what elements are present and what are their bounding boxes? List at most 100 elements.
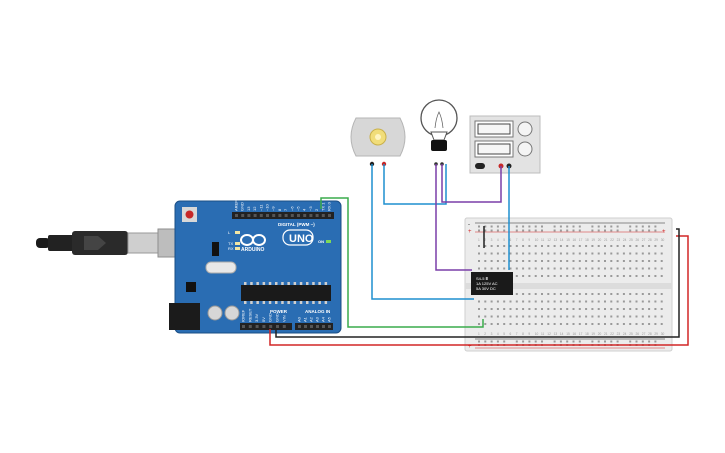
breadboard-hole[interactable] [578,315,581,318]
breadboard-hole[interactable] [654,252,657,255]
breadboard-hole[interactable] [597,300,600,303]
breadboard-hole[interactable] [496,308,499,310]
breadboard-hole[interactable] [591,308,594,310]
breadboard-hole[interactable] [515,323,518,325]
breadboard-hole[interactable] [578,293,581,295]
breadboard-hole[interactable] [629,245,632,247]
breadboard-hole[interactable] [578,308,581,310]
breadboard-hole[interactable] [641,260,644,262]
breadboard-hole[interactable] [528,300,531,303]
breadboard-hole[interactable] [484,245,487,247]
breadboard-hole[interactable] [591,245,594,247]
breadboard-hole[interactable] [616,340,619,343]
breadboard-hole[interactable] [559,323,562,325]
breadboard-hole[interactable] [572,275,575,277]
breadboard-hole[interactable] [572,267,575,270]
wire-motor-to-bulb[interactable] [383,164,447,205]
breadboard-hole[interactable] [503,229,506,232]
breadboard-hole[interactable] [616,323,619,325]
breadboard-hole[interactable] [559,225,562,228]
breadboard-hole[interactable] [572,340,575,343]
breadboard-hole[interactable] [585,308,588,310]
breadboard-hole[interactable] [660,308,663,310]
breadboard-hole[interactable] [604,323,606,325]
breadboard-hole[interactable] [509,245,512,247]
breadboard-hole[interactable] [629,225,632,228]
breadboard-hole[interactable] [509,323,512,325]
breadboard-hole[interactable] [610,252,613,255]
breadboard-hole[interactable] [660,245,663,247]
breadboard-hole[interactable] [591,275,594,277]
breadboard-hole[interactable] [509,300,512,303]
usb-cable[interactable] [36,228,197,258]
voltage-knob[interactable] [517,121,533,137]
breadboard-hole[interactable] [484,300,487,303]
breadboard-hole[interactable] [496,252,499,255]
breadboard-hole[interactable] [541,300,543,303]
digital-pin[interactable] [315,214,319,217]
breadboard-hole[interactable] [490,340,493,343]
breadboard-hole[interactable] [572,225,575,228]
header-pin[interactable] [242,325,245,328]
breadboard-hole[interactable] [541,308,543,310]
power-switch[interactable] [475,163,485,169]
breadboard-hole[interactable] [616,267,619,270]
digital-pin[interactable] [259,214,263,217]
breadboard-hole[interactable] [522,340,525,343]
breadboard-hole[interactable] [629,293,632,295]
breadboard-hole[interactable] [515,340,518,343]
breadboard[interactable]: 1122334455667788991010111112121313141415… [464,217,673,352]
breadboard-hole[interactable] [610,323,613,325]
breadboard-hole[interactable] [622,260,625,262]
breadboard-hole[interactable] [515,260,518,262]
breadboard-hole[interactable] [610,340,613,343]
breadboard-hole[interactable] [515,267,518,270]
breadboard-hole[interactable] [585,300,588,303]
breadboard-hole[interactable] [616,245,619,247]
breadboard-hole[interactable] [522,225,525,228]
breadboard-hole[interactable] [648,293,651,295]
breadboard-hole[interactable] [566,245,569,247]
breadboard-hole[interactable] [490,252,493,255]
header-pin[interactable] [328,325,331,328]
breadboard-hole[interactable] [478,260,480,262]
wire-5v-to-rail[interactable] [269,235,689,346]
breadboard-hole[interactable] [522,229,525,232]
breadboard-hole[interactable] [604,252,606,255]
breadboard-hole[interactable] [641,315,644,318]
breadboard-hole[interactable] [604,260,606,262]
breadboard-hole[interactable] [591,260,594,262]
breadboard-hole[interactable] [578,340,581,343]
breadboard-hole[interactable] [654,225,657,228]
breadboard-hole[interactable] [641,229,644,232]
breadboard-hole[interactable] [604,293,606,295]
power-supply[interactable] [469,115,541,174]
breadboard-hole[interactable] [648,225,651,228]
breadboard-hole[interactable] [553,300,556,303]
breadboard-hole[interactable] [578,245,581,247]
breadboard-hole[interactable] [591,252,594,255]
breadboard-hole[interactable] [654,275,657,277]
breadboard-hole[interactable] [660,293,663,295]
breadboard-hole[interactable] [610,267,613,270]
breadboard-hole[interactable] [553,252,556,255]
breadboard-hole[interactable] [566,252,569,255]
breadboard-hole[interactable] [616,293,619,295]
breadboard-hole[interactable] [547,308,550,310]
breadboard-hole[interactable] [629,260,632,262]
breadboard-hole[interactable] [616,308,619,310]
breadboard-hole[interactable] [553,229,556,232]
breadboard-hole[interactable] [660,260,663,262]
breadboard-hole[interactable] [635,323,638,325]
breadboard-hole[interactable] [604,225,606,228]
breadboard-hole[interactable] [572,260,575,262]
breadboard-hole[interactable] [490,308,493,310]
breadboard-hole[interactable] [654,308,657,310]
breadboard-hole[interactable] [641,323,644,325]
breadboard-hole[interactable] [528,260,531,262]
breadboard-hole[interactable] [553,260,556,262]
breadboard-hole[interactable] [547,245,550,247]
breadboard-hole[interactable] [547,300,550,303]
breadboard-hole[interactable] [604,267,606,270]
